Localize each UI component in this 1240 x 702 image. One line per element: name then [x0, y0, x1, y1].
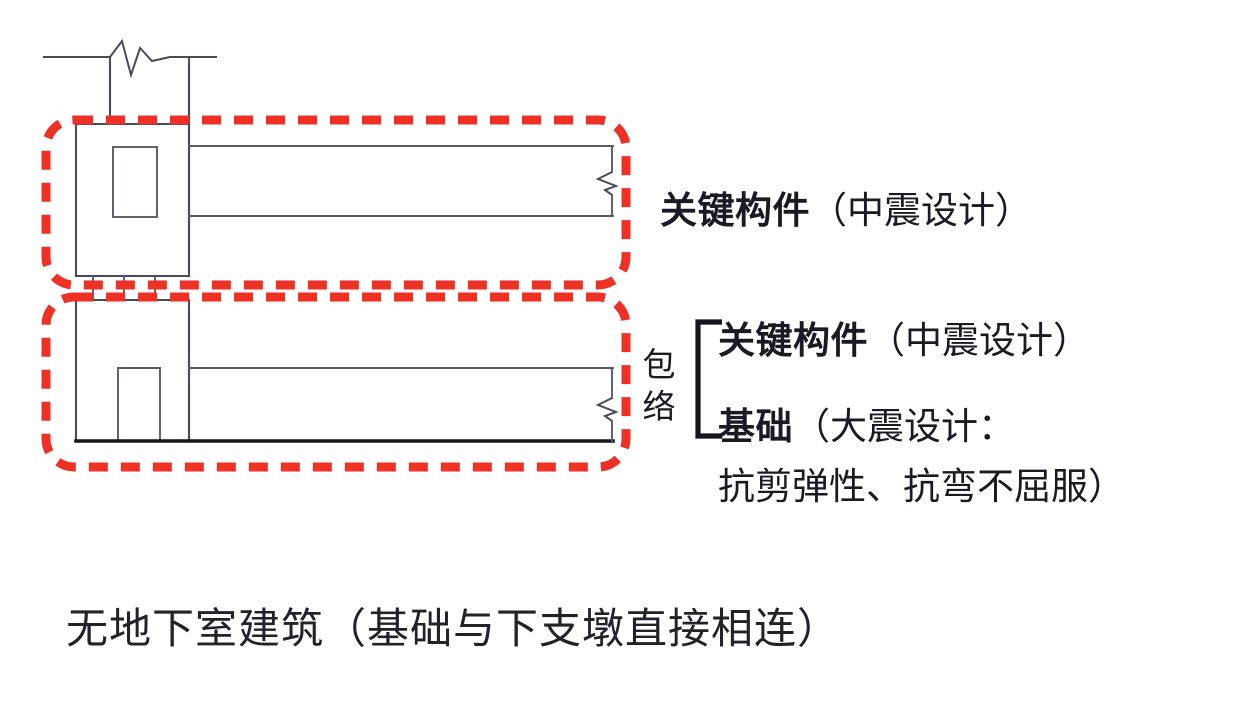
- annotation-envelope-char-1: 包: [642, 345, 676, 384]
- annotation-upper-zone: 关键构件（中震设计）: [660, 192, 1032, 229]
- annotation-lower-item-2-paren-line1: （大震设计：: [793, 405, 1015, 448]
- annotation-lower-item-1-keyword: 关键构件: [718, 319, 868, 362]
- annotation-upper-paren: （中震设计）: [810, 189, 1032, 232]
- lower-highlight-box: [41, 292, 631, 472]
- annotation-envelope: 包络: [640, 344, 678, 428]
- break-line-zigzag-top: [109, 38, 171, 79]
- break-line-zigzag-right-upper: [595, 171, 619, 196]
- annotation-lower-item-1-paren: （中震设计）: [868, 319, 1090, 362]
- upper-key-member: [74, 122, 619, 278]
- figure-caption: 无地下室建筑（基础与下支墩直接相连）: [66, 604, 841, 653]
- annotation-lower-item-2: 基础（大震设计：: [718, 408, 1015, 445]
- annotation-lower-item-1: 关键构件（中震设计）: [718, 322, 1090, 359]
- superstructure-column-stub: [42, 38, 218, 126]
- annotation-lower-item-2-continued: 抗剪弹性、抗弯不屈服）: [718, 465, 1125, 508]
- annotation-lower-item-2-keyword: 基础: [718, 405, 793, 448]
- upper-highlight-box: [41, 115, 631, 290]
- annotation-envelope-char-2: 络: [642, 387, 676, 427]
- grouping-bracket: [695, 319, 722, 439]
- annotation-upper-keyword: 关键构件: [660, 189, 810, 232]
- break-line-zigzag-right-lower: [595, 397, 619, 422]
- lower-foundation-member: [74, 298, 619, 443]
